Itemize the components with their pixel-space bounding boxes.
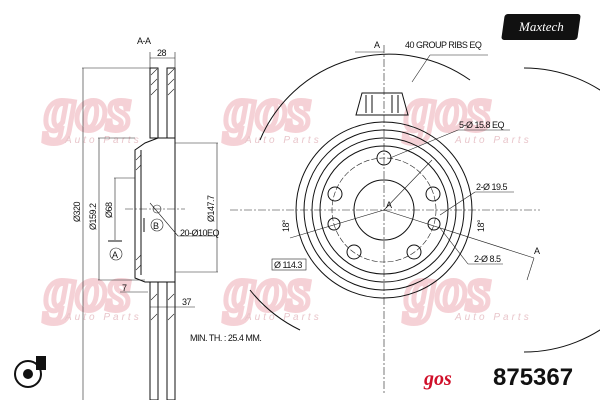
section-view: A-A 28 Ø320 Ø159.2 Ø68 A Ø147.7 — [72, 36, 262, 400]
width-dim: 28 — [157, 48, 167, 58]
datum-b: B — [153, 221, 159, 231]
holes-note: 20-Ø10EQ — [180, 228, 220, 238]
svg-text:Auto Parts: Auto Parts — [64, 135, 142, 146]
holes-195-note: 2-Ø 19.5 — [476, 182, 508, 192]
svg-text:gos: gos — [43, 76, 131, 144]
svg-text:gos: gos — [403, 76, 491, 144]
svg-text:Auto Parts: Auto Parts — [454, 135, 532, 146]
section-mark-top: A — [374, 40, 380, 50]
bolt-holes-note: 5-Ø 15.8 EQ — [459, 120, 505, 130]
angle-left: 18° — [281, 219, 291, 232]
section-mark-bottom: A — [534, 246, 540, 256]
svg-text:gos: gos — [43, 256, 131, 324]
holes-85-note: 2-Ø 8.5 — [474, 254, 501, 264]
maxtech-logo: Maxtech — [501, 14, 581, 40]
svg-text:Auto Parts: Auto Parts — [64, 312, 142, 323]
part-number: 875367 — [493, 364, 574, 391]
pcd-label: Ø 114.3 — [274, 260, 302, 270]
bore-dia: Ø68 — [104, 202, 114, 218]
datum-a: A — [112, 250, 118, 260]
offset-dim: 7 — [122, 283, 127, 293]
svg-text:gos: gos — [223, 256, 311, 324]
inner-dia: Ø147.7 — [206, 195, 216, 222]
brake-disc-icon — [14, 356, 46, 388]
center-label: A — [386, 200, 392, 210]
svg-text:Auto Parts: Auto Parts — [244, 135, 322, 146]
height-dim: 37 — [182, 297, 192, 307]
min-thickness: MIN. TH. : 25.4 MM. — [190, 333, 261, 343]
outer-dia: Ø320 — [72, 201, 82, 222]
gos-brand-logo: gos — [424, 368, 452, 390]
front-view: A A A 40 GROUP RIBS EQ 5-Ø 15.8 EQ 2-Ø 1… — [230, 40, 600, 395]
svg-text:Auto Parts: Auto Parts — [244, 312, 322, 323]
watermark: gos gos gos gos gos gos Auto Parts Auto … — [41, 74, 532, 327]
svg-text:gos: gos — [223, 76, 311, 144]
ribs-note: 40 GROUP RIBS EQ — [405, 40, 482, 50]
angle-right: 18° — [476, 219, 486, 232]
svg-text:Auto Parts: Auto Parts — [454, 312, 532, 323]
hub-dia: Ø159.2 — [88, 203, 98, 230]
section-title: A-A — [137, 36, 151, 46]
